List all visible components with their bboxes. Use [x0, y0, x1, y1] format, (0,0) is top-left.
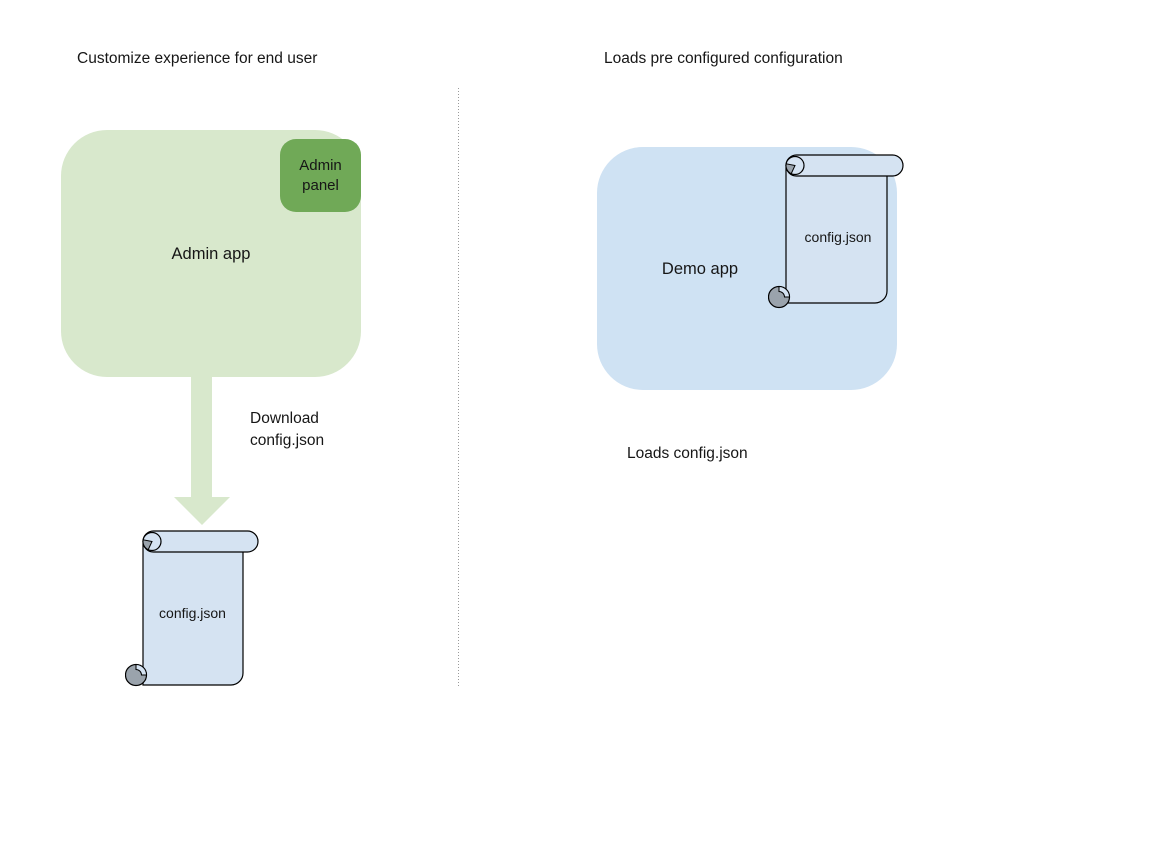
config-json-scroll-right[interactable]: config.json	[767, 152, 908, 310]
right-section-title: Loads pre configured configuration	[604, 50, 843, 67]
left-section-title: Customize experience for end user	[77, 50, 318, 67]
scroll-icon	[124, 530, 259, 687]
scroll-icon	[767, 154, 904, 309]
config-json-scroll-left[interactable]: config.json	[124, 528, 260, 690]
download-arrow-shape	[174, 377, 230, 525]
download-arrow-icon	[174, 377, 230, 525]
download-config-label: Download config.json	[250, 410, 325, 449]
admin-app-label: Admin app	[171, 244, 251, 263]
admin-panel-box[interactable]: Admin panel	[280, 139, 361, 212]
config-json-label-right: config.json	[804, 229, 872, 245]
loads-config-caption: Loads config.json	[627, 445, 748, 462]
admin-panel-label: Admin panel	[299, 156, 342, 194]
section-divider	[458, 88, 459, 688]
config-json-label-left: config.json	[159, 605, 226, 621]
demo-app-label: Demo app	[661, 259, 739, 278]
